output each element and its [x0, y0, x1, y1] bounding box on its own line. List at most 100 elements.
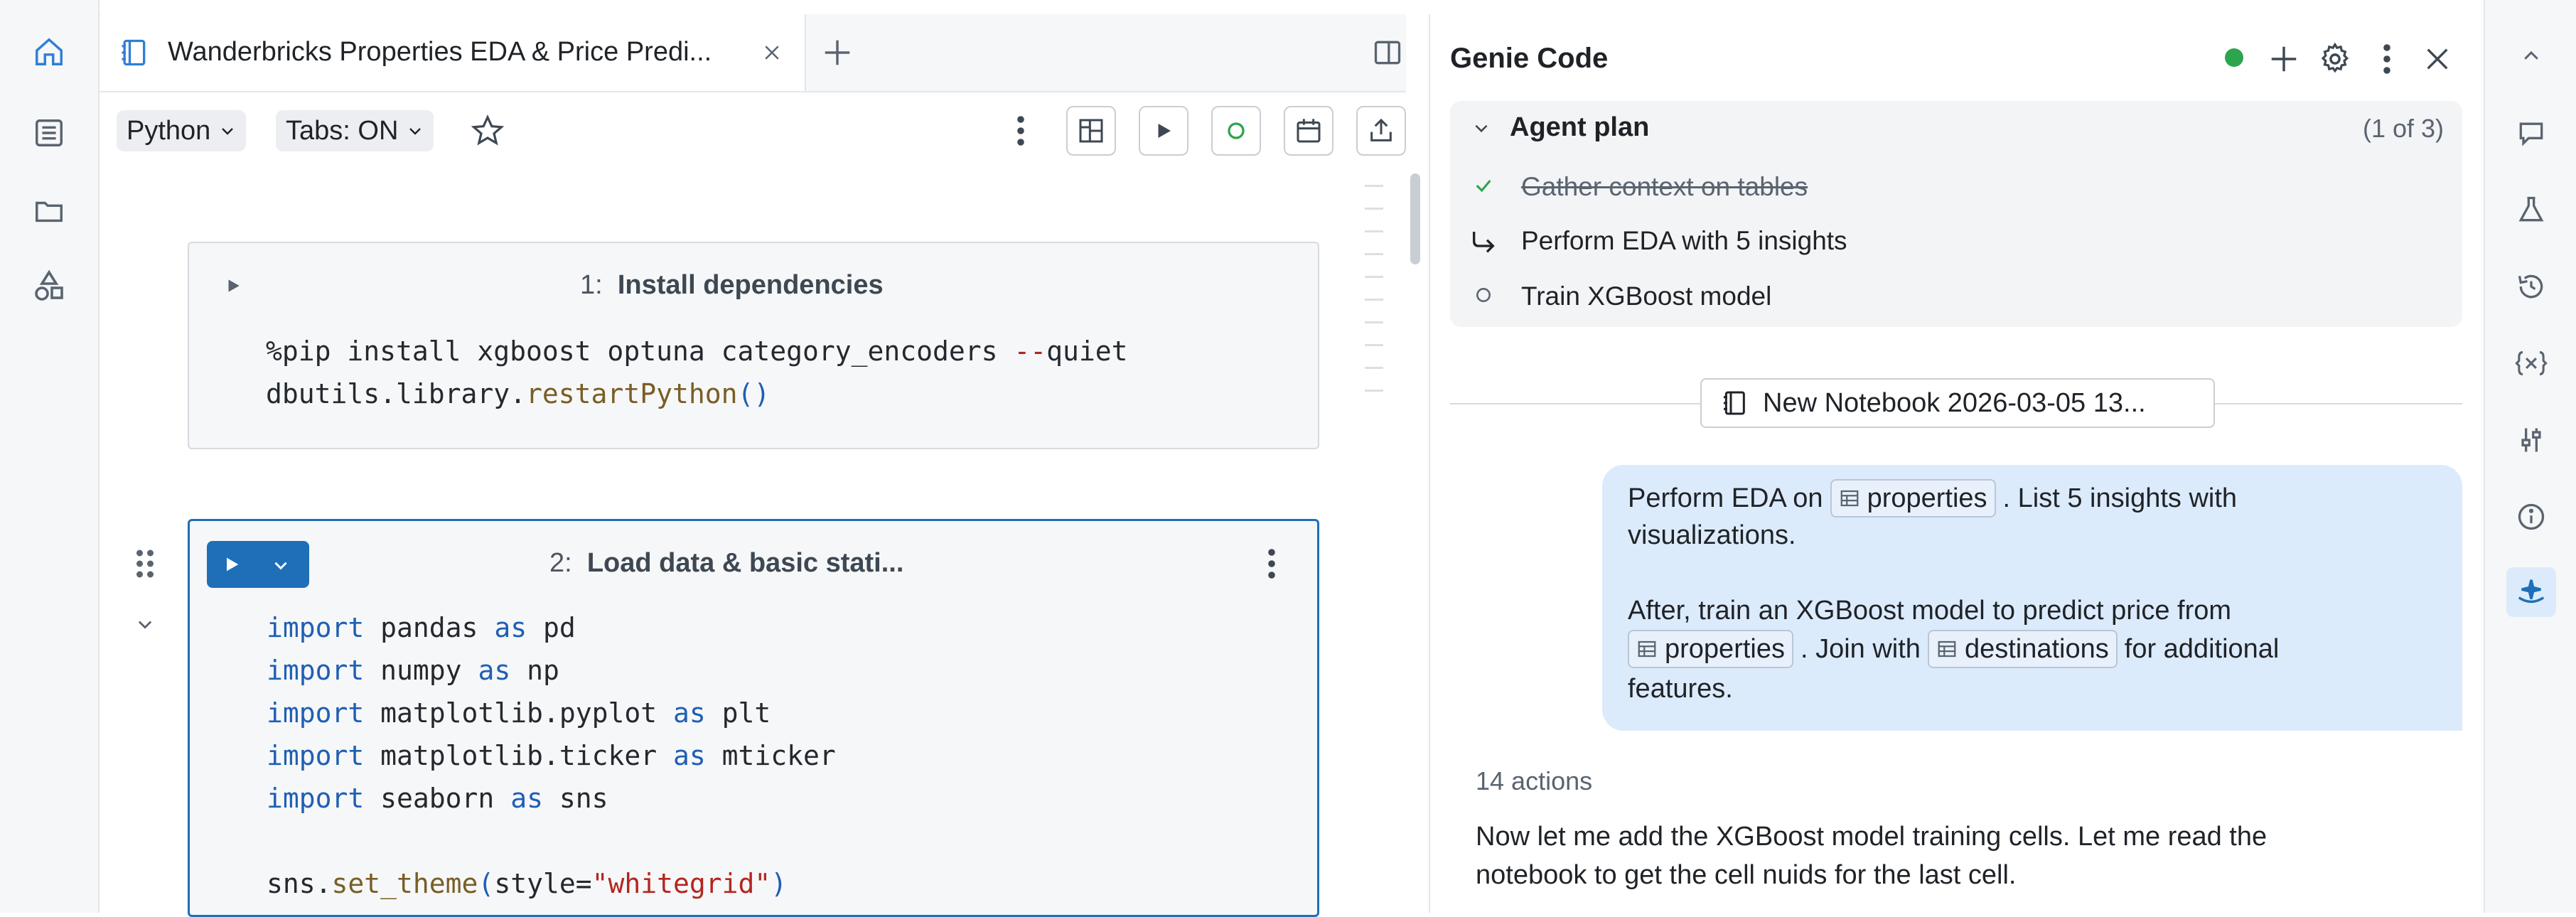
table-chip[interactable]: properties	[1830, 479, 1996, 518]
cell-title: 1: Install dependencies	[580, 270, 884, 301]
gear-icon[interactable]	[2317, 41, 2353, 77]
notebook-cell-2[interactable]: 2: Load data & basic stati... import pan…	[188, 519, 1319, 917]
cell-title-text: Load data & basic stati...	[586, 548, 904, 578]
message-text: . List 5 insights with	[2002, 483, 2238, 513]
minimap[interactable]	[1365, 185, 1385, 405]
table-chip-label: destinations	[1964, 633, 2109, 664]
chevron-down-icon[interactable]	[129, 610, 161, 638]
cell-title-text: Install dependencies	[617, 270, 884, 300]
notebook-chip[interactable]: New Notebook 2026-03-05 13...	[1700, 378, 2215, 428]
message-text: After, train an XGBoost model to predict…	[1628, 596, 2232, 626]
flask-icon[interactable]	[2506, 185, 2556, 235]
chat-icon[interactable]	[2506, 108, 2556, 158]
home-icon[interactable]	[24, 27, 74, 77]
calendar-icon[interactable]	[1284, 106, 1333, 156]
genie-panel: Genie Code Agent plan (1 of 3) Gather co…	[1429, 14, 2484, 913]
kebab-icon[interactable]	[2373, 40, 2401, 78]
code-line: dbutils.library.restartPython()	[266, 378, 771, 409]
folder-icon[interactable]	[24, 186, 74, 236]
sliders-icon[interactable]	[2506, 415, 2556, 465]
kebab-icon[interactable]	[1257, 542, 1286, 585]
plus-icon[interactable]	[817, 33, 857, 73]
chevron-down-icon	[222, 128, 234, 135]
message-text: for additional	[2124, 633, 2280, 664]
code-editor[interactable]: import pandas as pd import numpy as np imp…	[267, 606, 836, 905]
layout-icon[interactable]	[1066, 106, 1116, 156]
code-line: sns.set_theme(style="whitegrid")	[267, 868, 788, 899]
circle-icon[interactable]	[1211, 106, 1261, 156]
split-view-icon[interactable]	[1370, 36, 1405, 70]
code-line	[267, 820, 836, 862]
message-text: features.	[1628, 674, 1733, 704]
notebook-tab[interactable]: Wanderbricks Properties EDA & Price Pred…	[100, 14, 806, 91]
agent-plan: Agent plan (1 of 3) Gather context on ta…	[1450, 101, 2462, 327]
code-line: import pandas as pd	[267, 612, 576, 643]
plan-step-current: Perform EDA with 5 insights	[1521, 226, 1847, 255]
message-text: visualizations.	[1628, 520, 1796, 550]
table-icon	[1840, 490, 1858, 507]
language-label: Python	[127, 115, 211, 146]
chevron-down-icon	[409, 128, 422, 135]
share-icon[interactable]	[1356, 106, 1406, 156]
plan-progress: (1 of 3)	[2362, 114, 2444, 143]
right-rail	[2484, 0, 2576, 913]
plus-icon[interactable]	[2266, 41, 2302, 77]
arrow-turn-icon	[1467, 226, 1500, 259]
notebook-cell-1[interactable]: 1: Install dependencies %pip install xgb…	[188, 242, 1319, 449]
play-icon[interactable]	[219, 272, 247, 300]
close-icon[interactable]	[758, 38, 786, 67]
check-icon	[1471, 173, 1496, 198]
code-line: import numpy as np	[267, 655, 559, 686]
language-select[interactable]: Python	[117, 110, 247, 151]
tabs-setting-label: Tabs: ON	[286, 115, 399, 146]
code-line: import matplotlib.ticker as mticker	[267, 740, 836, 771]
notebook-chip-label: New Notebook 2026-03-05 13...	[1763, 387, 2146, 418]
code-line: %pip install xgboost optuna category_enc…	[266, 336, 1128, 367]
table-chip-label: properties	[1867, 483, 1987, 513]
message-text: Perform EDA on	[1628, 483, 1823, 513]
variables-icon[interactable]	[2506, 338, 2556, 388]
notebook-icon	[1724, 391, 1745, 415]
chevron-up-icon[interactable]	[2506, 31, 2556, 81]
genie-icon[interactable]	[2506, 567, 2556, 617]
user-message: Perform EDA on properties . List 5 insig…	[1602, 465, 2462, 731]
play-icon	[217, 549, 247, 579]
panel-title: Genie Code	[1450, 43, 1609, 74]
close-icon[interactable]	[2420, 41, 2455, 77]
notebook-tab-title: Wanderbricks Properties EDA & Price Pred…	[168, 37, 712, 67]
table-chip[interactable]: destinations	[1927, 630, 2118, 668]
tab-bar: Wanderbricks Properties EDA & Price Pred…	[100, 14, 1406, 92]
assistant-response-line: notebook to get the cell nuids for the l…	[1476, 860, 2017, 890]
table-icon	[1938, 640, 1956, 658]
info-icon[interactable]	[2506, 492, 2556, 542]
tabs-setting-select[interactable]: Tabs: ON	[276, 110, 434, 151]
chevron-down-icon[interactable]	[1467, 114, 1496, 142]
play-icon[interactable]	[1139, 106, 1188, 156]
scrollbar-thumb[interactable]	[1410, 173, 1420, 264]
circle-icon	[1471, 283, 1496, 307]
shapes-icon[interactable]	[24, 262, 74, 311]
list-icon[interactable]	[24, 108, 74, 158]
left-rail	[0, 0, 100, 913]
star-icon[interactable]	[468, 111, 508, 151]
plan-title: Agent plan	[1510, 112, 1650, 142]
actions-count[interactable]: 14 actions	[1476, 766, 1593, 795]
table-icon	[1638, 640, 1656, 658]
run-cell-button[interactable]	[207, 541, 309, 588]
code-line: import matplotlib.pyplot as plt	[267, 697, 771, 729]
plan-step-done: Gather context on tables	[1521, 172, 1808, 201]
assistant-response-line: Now let me add the XGBoost model trainin…	[1476, 822, 2268, 852]
kebab-icon[interactable]	[1007, 109, 1035, 152]
table-chip[interactable]: properties	[1628, 630, 1793, 668]
status-dot	[2225, 48, 2243, 67]
message-text: . Join with	[1800, 633, 1921, 664]
code-line: import seaborn as sns	[267, 783, 608, 814]
history-icon[interactable]	[2506, 262, 2556, 311]
cell-title: 2: Load data & basic stati...	[549, 548, 903, 579]
code-editor[interactable]: %pip install xgboost optuna category_enc…	[266, 330, 1128, 415]
plan-step-pending: Train XGBoost model	[1521, 281, 1772, 311]
notebook-icon	[117, 36, 151, 70]
chevron-down-icon[interactable]	[267, 551, 295, 579]
drag-handle-icon[interactable]	[128, 545, 162, 583]
table-chip-label: properties	[1665, 633, 1785, 664]
